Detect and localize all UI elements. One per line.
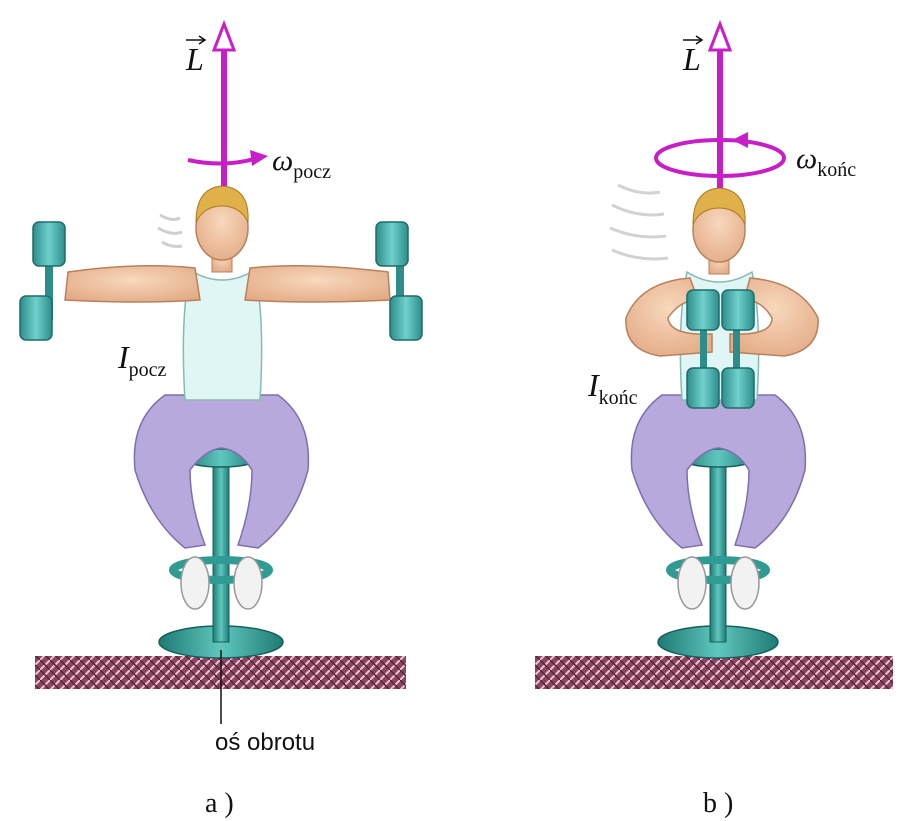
shoe-right-b bbox=[731, 557, 759, 609]
caption-a: a ) bbox=[205, 788, 234, 819]
l-vector-arrowhead-b bbox=[710, 24, 730, 50]
arm-left-a bbox=[65, 266, 200, 302]
motion-lines-b bbox=[610, 185, 668, 259]
l-vector-label-a: L bbox=[185, 41, 204, 77]
rotation-arrowhead-a bbox=[250, 150, 268, 166]
inertia-sub-a: pocz bbox=[129, 359, 167, 381]
omega-sub-a: pocz bbox=[293, 161, 331, 183]
panel-a: L ωpocz Ipocz oś obrotu a ) bbox=[20, 24, 422, 819]
arm-right-a bbox=[245, 266, 390, 302]
floor-b bbox=[535, 656, 893, 689]
shoe-left-a bbox=[181, 557, 209, 609]
omega-label-a: ωpocz bbox=[272, 144, 331, 183]
dumbbell-left-a bbox=[20, 222, 65, 340]
stool-pole-a bbox=[213, 462, 229, 642]
motion-lines-a bbox=[158, 215, 182, 247]
panel-b: L ωkońc Ikońc b ) bbox=[535, 24, 893, 819]
shoe-right-a bbox=[234, 557, 262, 609]
l-vector-label-b: L bbox=[682, 41, 701, 77]
stool-pole-b bbox=[710, 462, 726, 642]
rotation-arrowhead-b bbox=[732, 132, 748, 148]
omega-sub-b: końc bbox=[817, 159, 856, 181]
inertia-label-b: Ikońc bbox=[587, 367, 638, 409]
l-vector-arrowhead-a bbox=[214, 24, 234, 50]
inertia-label-a: Ipocz bbox=[117, 339, 167, 381]
caption-b: b ) bbox=[703, 788, 733, 819]
axis-label: oś obrotu bbox=[215, 729, 315, 756]
inertia-sub-b: końc bbox=[599, 387, 638, 409]
shoe-left-b bbox=[678, 557, 706, 609]
omega-label-b: ωkońc bbox=[796, 142, 856, 181]
